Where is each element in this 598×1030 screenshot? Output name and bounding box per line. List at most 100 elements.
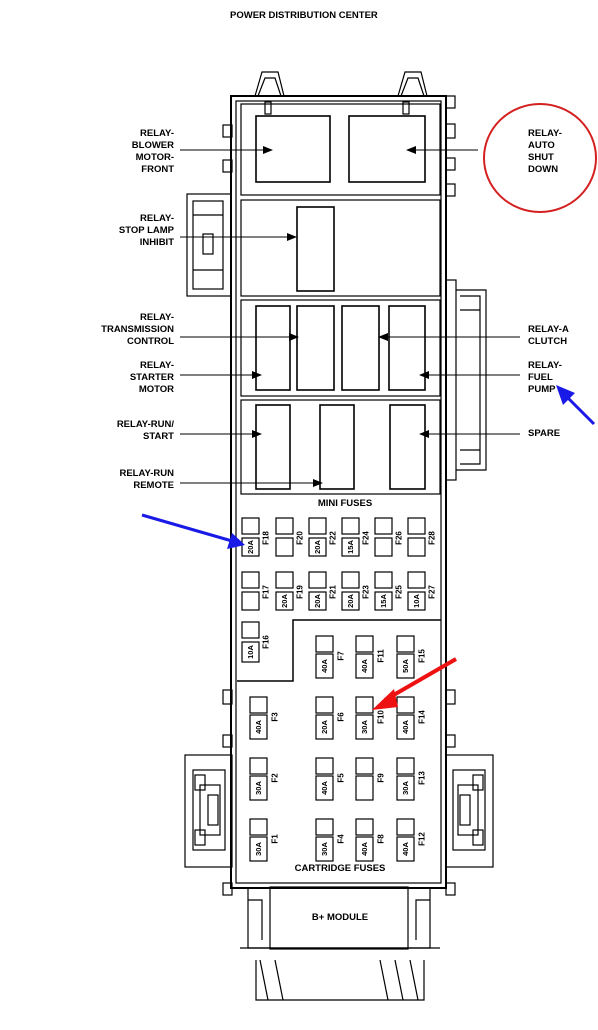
- fuse-id-label: F3: [271, 712, 280, 722]
- red-arrow: [372, 657, 458, 710]
- fuse-id-label: F17: [262, 585, 271, 599]
- label-auto-shut-down: RELAY- AUTO SHUT DOWN: [528, 128, 562, 175]
- label-run-remote: RELAY-RUN REMOTE: [119, 468, 174, 491]
- fuse-amp-label: 30A: [320, 842, 329, 856]
- fuse-amp-label: 40A: [360, 659, 369, 673]
- cartridge-fuse-f5: 40A F5: [315, 757, 346, 801]
- fuse-amp-label: 40A: [401, 720, 410, 734]
- label-mini-fuses: MINI FUSES: [317, 498, 373, 509]
- fuse-id-label: F9: [377, 773, 386, 783]
- fuse-amp-label: 20A: [280, 594, 289, 608]
- fuse-amp-label: 40A: [360, 842, 369, 856]
- fuse-id-label: F25: [395, 585, 404, 599]
- fuse-id-label: F27: [428, 585, 437, 599]
- blue-arrow-f18: [141, 513, 245, 549]
- fuse-id-label: F6: [337, 712, 346, 722]
- mini-fuse-f21: 20A F21: [308, 571, 338, 611]
- fuse-amp-label: 20A: [313, 540, 322, 554]
- label-blower-motor-front: RELAY- BLOWER MOTOR- FRONT: [131, 128, 174, 175]
- fuse-id-label: F28: [428, 531, 437, 545]
- mini-fuse-f20: F20: [275, 517, 305, 557]
- fuse-amp-label: 30A: [254, 781, 263, 795]
- mini-fuse-f25: 15A F25: [374, 571, 404, 611]
- fuse-id-label: F5: [337, 773, 346, 783]
- leader-arrows: [180, 146, 520, 487]
- label-fuel-pump: RELAY- FUEL PUMP: [528, 360, 562, 395]
- fuse-amp-label: 15A: [379, 594, 388, 608]
- cartridge-panel: [237, 619, 441, 682]
- fuse-id-label: F12: [418, 832, 427, 846]
- fuse-id-label: F1: [271, 834, 280, 844]
- cartridge-fuse-f13: 30A F13: [396, 757, 427, 801]
- cartridge-fuse-f10: 30A F10: [355, 696, 386, 740]
- label-spare: SPARE: [528, 428, 561, 439]
- fuse-amp-label: 40A: [320, 781, 329, 795]
- cartridge-fuse-f6: 20A F6: [315, 696, 346, 740]
- fuse-id-label: F10: [377, 710, 386, 724]
- mini-fuse-f26: F26: [374, 517, 404, 557]
- relay-run-remote: [319, 404, 355, 490]
- cartridge-fuse-f15: 50A F15: [396, 635, 427, 679]
- fuse-amp-label: 20A: [320, 720, 329, 734]
- fuse-id-label: F15: [418, 649, 427, 663]
- cartridge-fuse-f14: 40A F14: [396, 696, 427, 740]
- fuse-id-label: F13: [418, 771, 427, 785]
- fuse-id-label: F14: [418, 710, 427, 724]
- fuse-amp-label: 15A: [346, 540, 355, 554]
- mini-fuse-f28: F28: [407, 517, 437, 557]
- relay-fuel-pump: [388, 305, 426, 391]
- relay-auto-shut-down: [348, 115, 426, 183]
- fuse-id-label: F8: [377, 834, 386, 844]
- fuse-amp-label: 20A: [313, 594, 322, 608]
- cartridge-fuse-f3: 40A F3: [249, 696, 280, 740]
- fuse-amp-label: 40A: [254, 720, 263, 734]
- cartridge-fuse-f8: 40A F8: [355, 818, 386, 862]
- pdc-housing: [230, 95, 447, 889]
- fuse-amp-label: 20A: [346, 594, 355, 608]
- label-b-plus-module: B+ MODULE: [311, 912, 369, 923]
- fuse-amp-label: 50A: [401, 659, 410, 673]
- fuse-id-label: F7: [337, 651, 346, 661]
- fuse-amp-label: 10A: [246, 645, 255, 659]
- fuse-id-label: F20: [296, 531, 305, 545]
- mini-fuse-f19: 20A F19: [275, 571, 305, 611]
- fuse-amp-label: 30A: [360, 720, 369, 734]
- label-cartridge-fuses: CARTRIDGE FUSES: [294, 863, 386, 874]
- cartridge-fuse-f9: F9: [355, 757, 386, 801]
- mini-fuse-f17: F17: [241, 571, 271, 611]
- cartridge-fuse-f12: 40A F12: [396, 818, 427, 862]
- fuse-amp-label: 40A: [401, 842, 410, 856]
- relay-spare: [389, 404, 426, 490]
- mini-fuse-f16: 10A F16: [241, 621, 271, 663]
- relay-blower-motor-front: [255, 115, 331, 183]
- fuse-id-label: F21: [329, 585, 338, 599]
- label-ac-clutch: RELAY-A CLUTCH: [528, 324, 569, 347]
- label-stop-lamp-inhibit: RELAY- STOP LAMP INHIBIT: [118, 213, 174, 248]
- fuse-id-label: F16: [262, 635, 271, 649]
- mini-fuse-f24: 15A F24: [341, 517, 371, 557]
- fuse-id-label: F24: [362, 531, 371, 545]
- fuse-id-label: F2: [271, 773, 280, 783]
- fuse-id-label: F18: [262, 531, 271, 545]
- label-starter-motor: RELAY- STARTER MOTOR: [129, 360, 174, 395]
- relay-stop-lamp-inhibit: [296, 206, 335, 292]
- diagram-title: POWER DISTRIBUTION CENTER: [230, 10, 378, 21]
- fuse-amp-label: 30A: [401, 781, 410, 795]
- label-transmission-control: RELAY- TRANSMISSION CONTROL: [101, 312, 174, 347]
- fuse-id-label: F19: [296, 585, 305, 599]
- cartridge-fuse-f2: 30A F2: [249, 757, 280, 801]
- relay-run-start: [255, 404, 291, 490]
- fuse-id-label: F26: [395, 531, 404, 545]
- relay-transmission-control: [296, 305, 335, 391]
- relay-starter-motor: [255, 305, 291, 391]
